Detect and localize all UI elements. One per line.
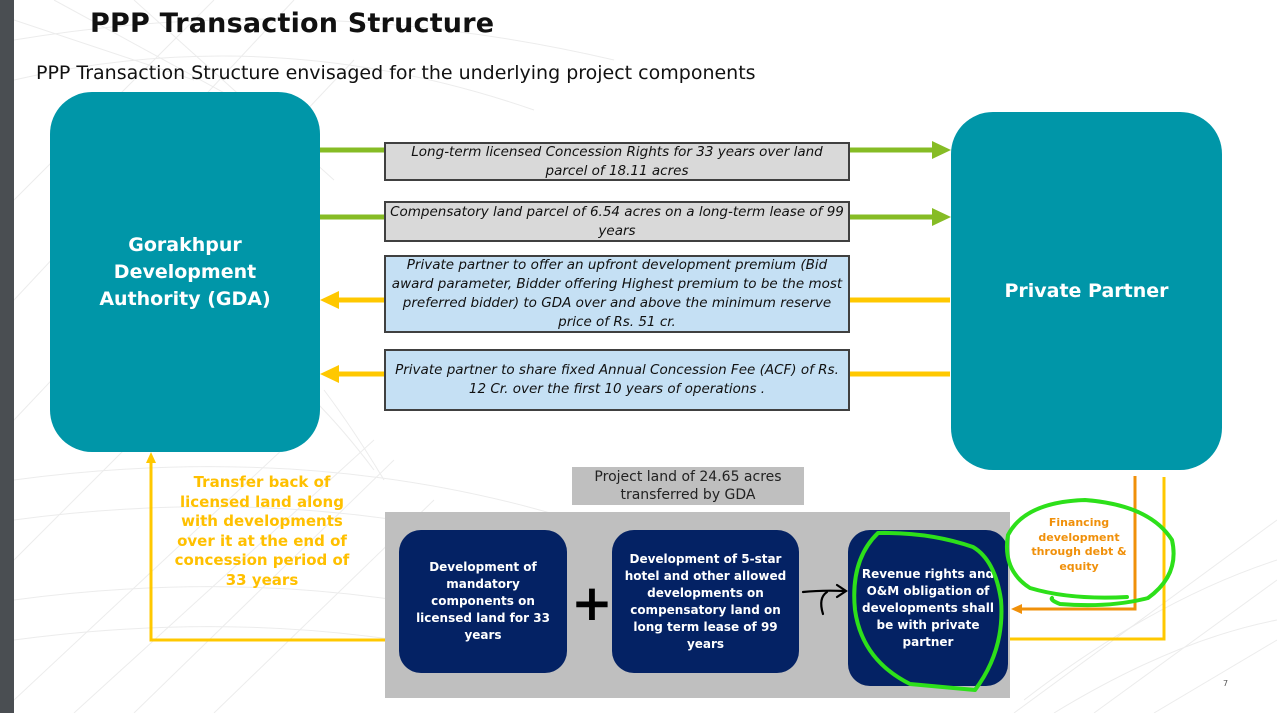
yellow-arrow-1 (320, 291, 950, 309)
project-land-label: Project land of 24.65 acres transferred … (572, 467, 804, 505)
yellow-arrow-2 (320, 365, 950, 383)
component-text: Development of mandatory components on l… (416, 560, 550, 642)
highlight-circle-financing (1005, 497, 1176, 608)
transfer-back-connector (146, 452, 385, 642)
flow-text: Compensatory land parcel of 6.54 acres o… (390, 203, 844, 239)
highlight-circle-revenue-rights (852, 530, 1004, 692)
component-mandatory-development: Development of mandatory components on l… (399, 530, 567, 673)
flow-text: Long-term licensed Concession Rights for… (411, 143, 823, 179)
component-text: Revenue rights and O&M obligation of dev… (861, 566, 995, 649)
component-text: Development of 5-star hotel and other al… (624, 551, 787, 651)
component-revenue-rights: Revenue rights and O&M obligation of dev… (848, 530, 1008, 686)
window-left-edge (0, 0, 14, 713)
slide-title: PPP Transaction Structure (90, 8, 495, 39)
transfer-back-note: Transfer back of licensed land along wit… (174, 473, 350, 589)
hand-drawn-arrow-icon (801, 583, 848, 616)
component-hotel-development: Development of 5-star hotel and other al… (612, 530, 799, 673)
flow-text: Private partner to offer an upfront deve… (391, 257, 843, 330)
flow-box-compensatory-land: Compensatory land parcel of 6.54 acres o… (384, 201, 850, 242)
page-number: 7 (1223, 679, 1229, 688)
flow-box-annual-concession-fee: Private partner to share fixed Annual Co… (384, 349, 850, 411)
private-partner-node: Private Partner (951, 112, 1222, 470)
slide-subtitle: PPP Transaction Structure envisaged for … (36, 62, 756, 84)
flow-text: Private partner to share fixed Annual Co… (395, 362, 839, 397)
financing-arrow (1011, 476, 1137, 614)
green-arrow-2 (320, 208, 951, 226)
flow-box-concession-rights: Long-term licensed Concession Rights for… (384, 142, 850, 181)
gda-node: Gorakhpur Development Authority (GDA) (50, 92, 320, 452)
gda-label: Gorakhpur Development Authority (GDA) (99, 233, 271, 310)
plus-operator: + (571, 574, 613, 632)
green-arrow-1 (320, 141, 951, 159)
private-partner-label: Private Partner (1004, 279, 1169, 302)
flow-box-development-premium: Private partner to offer an upfront deve… (384, 255, 850, 333)
financing-note: Financing development through debt & equ… (1031, 516, 1127, 573)
